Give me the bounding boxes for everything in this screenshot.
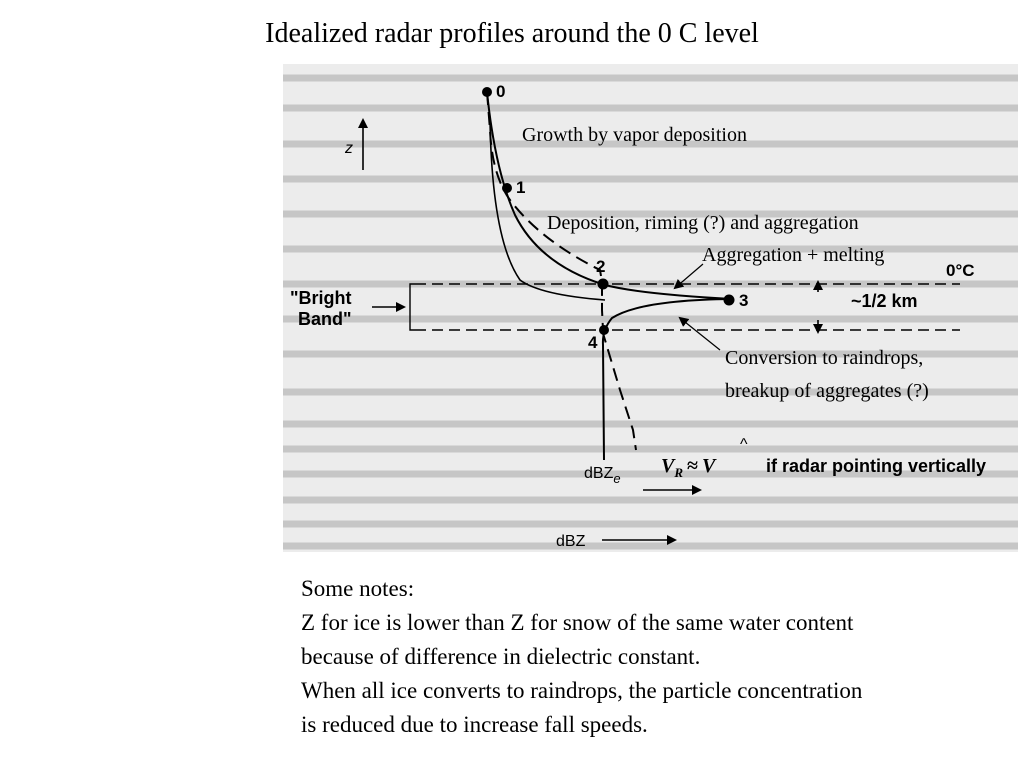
- dbze-profile-curve-lower: [601, 329, 637, 451]
- note-line-2: because of difference in dielectric cons…: [301, 644, 701, 669]
- z-axis-label: z: [344, 140, 353, 157]
- annotation-aggregation: Aggregation + melting: [702, 244, 884, 266]
- point-label-4: 4: [588, 333, 598, 352]
- dbze-profile-curve-upper: [486, 91, 604, 331]
- dbz-axis-label: dBZ: [556, 533, 586, 550]
- profile-point-4: [599, 325, 609, 335]
- annotation-conversion-line2: breakup of aggregates (?): [725, 380, 929, 402]
- bright-band-bracket: [409, 283, 415, 331]
- depth-label: ~1/2 km: [851, 291, 918, 311]
- vr-note: if radar pointing vertically: [766, 456, 986, 476]
- dbz-profile-curve-lower: [601, 298, 733, 461]
- slide-title: Idealized radar profiles around the 0 C …: [265, 18, 759, 49]
- point-label-1: 1: [516, 178, 525, 197]
- dbz-profile-curve-upper: [486, 91, 733, 300]
- note-line-1: Z for ice is lower than Z for snow of th…: [301, 610, 854, 635]
- point-label-0: 0: [496, 82, 505, 101]
- annotation-conversion-line1: Conversion to raindrops,: [725, 347, 923, 369]
- conversion-pointer: [678, 316, 721, 351]
- annotation-deposition: Deposition, riming (?) and aggregation: [547, 212, 859, 234]
- aggregation-pointer: [673, 263, 704, 290]
- dbze-axis-label: dBZe: [584, 465, 621, 486]
- note-line-4: is reduced due to increase fall speeds.: [301, 712, 648, 737]
- notes-block: Some notes: Z for ice is lower than Z fo…: [301, 572, 1017, 742]
- point-label-3: 3: [739, 291, 748, 310]
- zero-c-label: 0°C: [946, 261, 975, 280]
- vr-symbol: VR≈V: [661, 455, 717, 480]
- bright-band-label-line2: Band": [298, 309, 352, 329]
- v-hat-mark: ^: [740, 436, 748, 453]
- profile-point-1: [502, 183, 512, 193]
- ice-profile-curve: [489, 119, 606, 301]
- annotation-growth: Growth by vapor deposition: [522, 124, 747, 146]
- profile-point-3: [723, 294, 735, 306]
- profile-point-0: [482, 87, 492, 97]
- notes-heading: Some notes:: [301, 576, 415, 601]
- bright-band-label-line1: "Bright: [290, 288, 352, 308]
- note-line-3: When all ice converts to raindrops, the …: [301, 678, 863, 703]
- profile-point-2: [597, 278, 609, 290]
- point-label-2: 2: [596, 257, 605, 276]
